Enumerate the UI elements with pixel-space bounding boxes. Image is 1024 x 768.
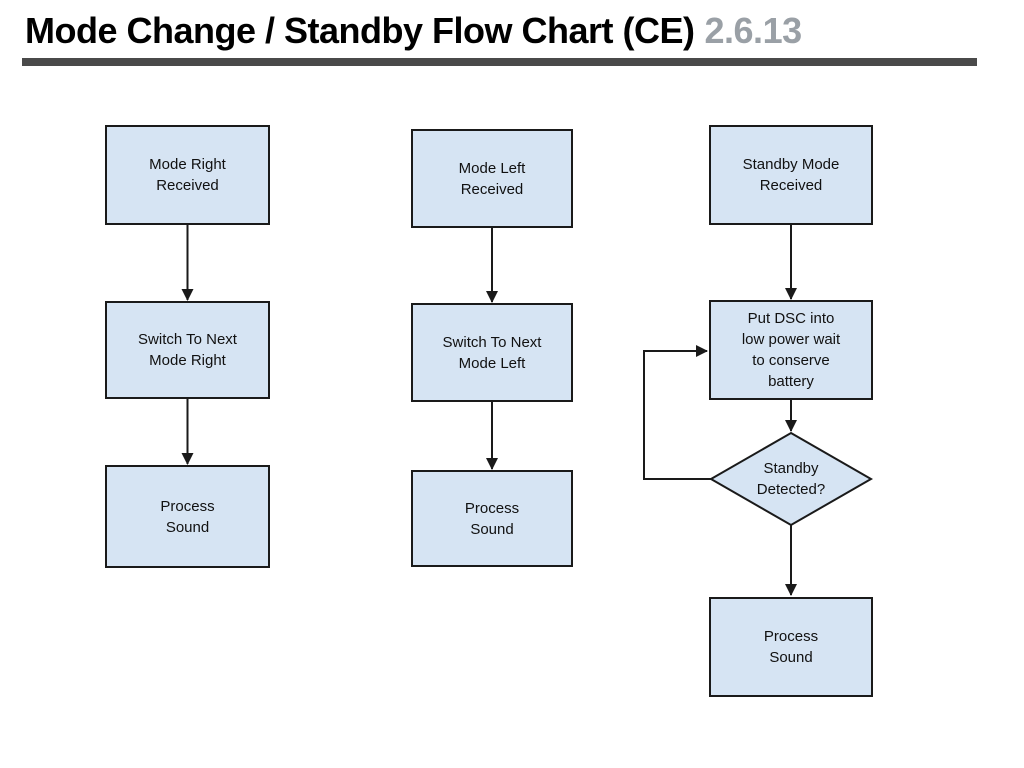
node-mode-right-received: Mode Right Received [105,125,270,225]
node-label: Standby Mode Received [742,156,840,194]
node-put-dsc-low-power: Put DSC into low power wait to conserve … [709,300,873,400]
node-label: Mode Right Received [149,156,226,194]
node-label: Standby Detected? [756,460,826,498]
node-process-sound-left: Process Sound [411,470,573,567]
node-switch-to-next-mode-right: Switch To Next Mode Right [105,301,270,399]
node-label: Switch To Next Mode Left [442,333,542,372]
node-standby-mode-received: Standby Mode Received [709,125,873,225]
node-switch-to-next-mode-left: Switch To Next Mode Left [411,303,573,402]
node-label: Put DSC into low power wait to conserve … [741,310,841,390]
page-title: Mode Change / Standby Flow Chart (CE)2.6… [25,10,802,52]
arrow-decision-loopback [643,345,711,480]
page-title-text: Mode Change / Standby Flow Chart (CE) [25,10,695,51]
node-standby-detected-decision: Standby Detected? [711,433,871,525]
node-label: Process Sound [160,497,215,536]
node-process-sound-standby: Process Sound [709,597,873,697]
node-label: Mode Left Received [458,159,526,198]
node-label: Switch To Next Mode Right [138,331,237,369]
page-title-version: 2.6.13 [704,10,803,51]
title-divider [22,58,977,66]
node-label: Process Sound [763,628,819,666]
node-mode-left-received: Mode Left Received [411,129,573,228]
node-process-sound-right: Process Sound [105,465,270,568]
node-label: Process Sound [464,499,520,538]
